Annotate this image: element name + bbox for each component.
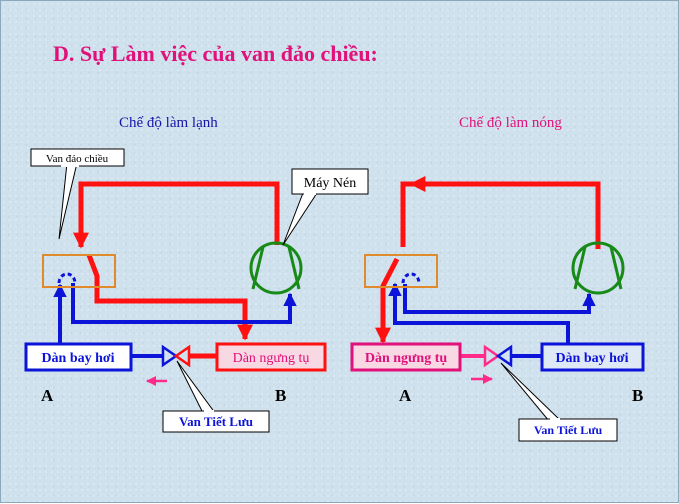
compressor-icon xyxy=(249,241,303,295)
cold-line-evaporator-up-right xyxy=(388,282,570,344)
hot-line-to-condenser xyxy=(86,254,254,341)
evaporator-box-right xyxy=(540,342,645,372)
slide-title: D. Sự Làm việc của van đảo chiều: xyxy=(53,41,378,66)
callout-reversing-valve-text: Van đảo chiều xyxy=(46,153,109,165)
callout-expansion-right-text: Van Tiết Lưu xyxy=(534,423,603,437)
valve-internal-arc xyxy=(57,272,77,284)
callout-compressor-text: Máy Nén xyxy=(304,176,357,191)
reversing-valve-box xyxy=(42,254,116,288)
valve-internal-arc-right xyxy=(401,272,421,284)
hot-line-top xyxy=(72,181,280,249)
point-b-right: B xyxy=(632,386,643,405)
callout-expansion-left: Van Tiết Lưu xyxy=(162,360,270,433)
compressor-icon-right xyxy=(571,241,625,295)
expansion-valve-icon-right xyxy=(483,344,513,368)
point-b-left: B xyxy=(275,386,286,405)
heating-mode-diagram: Chế độ làm nóng Dàn ngưng tụ Dàn bay hơi xyxy=(350,115,645,442)
heating-mode-label: Chế độ làm nóng xyxy=(459,115,562,131)
hot-line-top-right xyxy=(400,181,601,249)
expansion-valve-icon-left xyxy=(161,344,191,368)
evaporator-label-right: Dàn bay hơi xyxy=(555,351,628,366)
condenser-label-right: Dàn ngưng tụ xyxy=(365,351,448,366)
callout-reversing-valve: Van đảo chiều xyxy=(30,148,125,240)
cold-line-to-compressor-right xyxy=(403,284,596,314)
cold-line-to-compressor xyxy=(71,283,297,324)
reversing-valve-box-right xyxy=(364,254,438,288)
cooling-mode-diagram: Chế độ làm lạnh Dàn bay hơi Dàn ngưng tụ xyxy=(24,115,369,433)
callout-expansion-right: Van Tiết Lưu xyxy=(500,362,618,442)
evaporator-label-left: Dàn bay hơi xyxy=(41,351,114,366)
point-a-left: A xyxy=(41,386,54,405)
callout-compressor: Máy Nén xyxy=(282,168,369,246)
cooling-mode-label: Chế độ làm lạnh xyxy=(119,115,218,131)
callout-expansion-left-text: Van Tiết Lưu xyxy=(179,414,253,429)
condenser-box-left xyxy=(215,342,327,372)
condenser-label-left: Dàn ngưng tụ xyxy=(233,351,310,366)
condenser-box-right xyxy=(350,342,462,372)
point-a-right: A xyxy=(399,386,412,405)
evaporator-box-left xyxy=(24,342,133,372)
